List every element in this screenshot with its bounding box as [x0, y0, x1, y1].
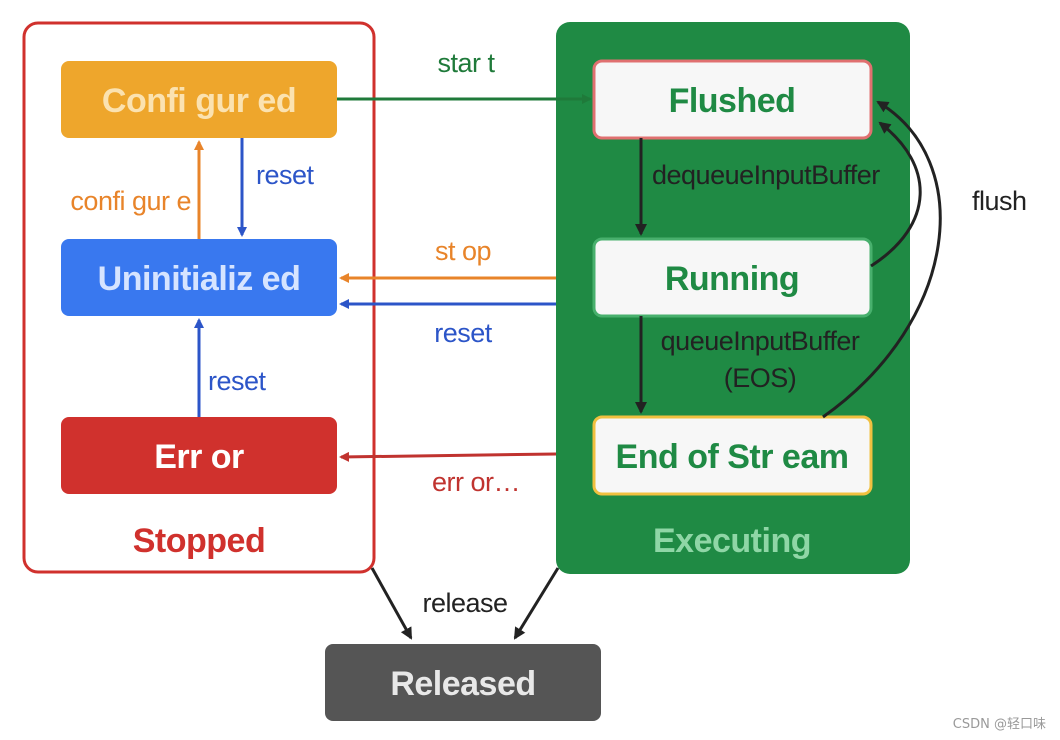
queue-label-line2: (EOS): [724, 363, 797, 393]
configure-label: confi gur e: [70, 186, 191, 216]
flushed-label: Flushed: [669, 82, 796, 120]
reset-executing-label: reset: [434, 318, 493, 348]
flushed-state: [592, 59, 873, 140]
released-label: Released: [390, 665, 535, 703]
end-of-stream-label: End of Str eam: [616, 438, 849, 476]
stopped-group-label: Stopped: [133, 522, 265, 560]
queue-label-line1: queueInputBuffer: [661, 326, 860, 356]
released-state: [325, 644, 601, 721]
executing-group-label: Executing: [653, 522, 811, 560]
configured-state: [61, 61, 337, 138]
error-label: Err or: [154, 438, 244, 476]
reset-error-label: reset: [208, 366, 267, 396]
flush-label: flush: [972, 186, 1027, 216]
uninitialized-state: [61, 239, 337, 316]
stop-label: st op: [435, 236, 491, 266]
reset-configured-label: reset: [256, 160, 315, 190]
end-of-stream-state: [592, 415, 873, 496]
flush-arrow-running: [870, 121, 922, 268]
error-transition-label: err or…: [432, 467, 520, 497]
release-arrow-stopped: [370, 567, 413, 640]
release-arrow-executing: [513, 567, 560, 640]
running-label: Running: [665, 260, 799, 298]
error-arrow: [339, 451, 557, 462]
release-label: release: [422, 588, 507, 618]
start-label: star t: [437, 48, 495, 78]
running-state: [592, 237, 873, 318]
dequeue-label: dequeueInputBuffer: [652, 160, 880, 190]
watermark: CSDN @轻口味: [953, 717, 1046, 732]
configured-label: Confi gur ed: [102, 82, 296, 120]
uninitialized-label: Uninitializ ed: [98, 260, 301, 298]
flush-arrow-eos: [822, 100, 942, 419]
error-state: [61, 417, 337, 494]
